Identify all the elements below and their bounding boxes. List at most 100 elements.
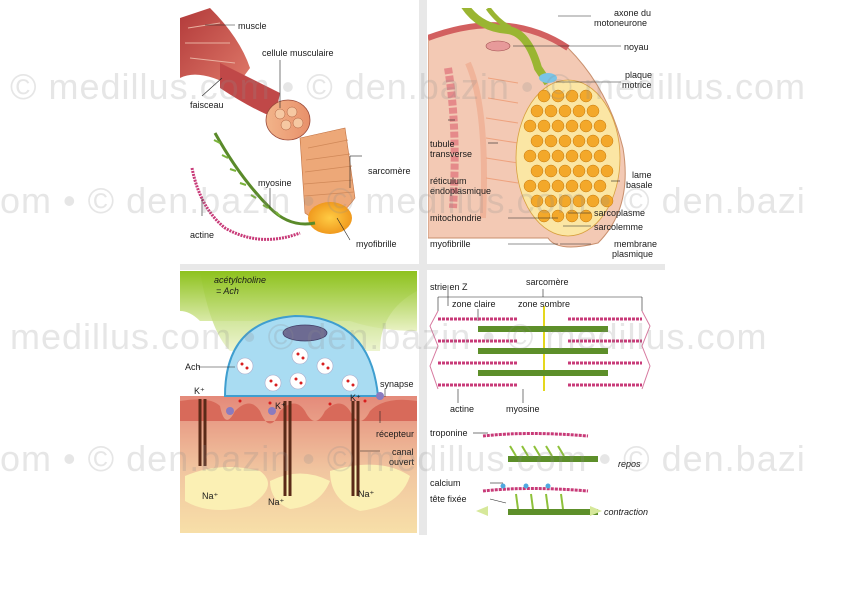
myofibril-dot bbox=[565, 119, 579, 133]
label-sarcoplasme: sarcoplasme bbox=[594, 208, 646, 218]
label-plaque-line1: plaque bbox=[625, 70, 653, 80]
label-axone-line2: motoneurone bbox=[594, 18, 648, 28]
panel-sarcomere-mechanism: sarcomère strie en Z zone claire zone so… bbox=[428, 271, 665, 533]
myofibril-dot bbox=[593, 149, 607, 163]
label-axone-line1: axone du bbox=[614, 8, 652, 18]
label-repos: repos bbox=[618, 459, 641, 469]
myofibril-dot bbox=[530, 104, 544, 118]
myofibril-dot bbox=[551, 209, 565, 223]
label-lame-line2: basale bbox=[626, 180, 653, 190]
arrow-right-icon bbox=[590, 506, 602, 516]
myofibril-dot bbox=[565, 179, 579, 193]
label-ach-equals: = Ach bbox=[216, 286, 239, 296]
myofibril-dot bbox=[579, 209, 593, 223]
myofibril-dot bbox=[593, 119, 607, 133]
label-muscle: muscle bbox=[238, 21, 267, 31]
myofibril-dot bbox=[600, 134, 614, 148]
label-sarcomere: sarcomère bbox=[368, 166, 411, 176]
myofibril-dot bbox=[558, 164, 572, 178]
muscle-illustration bbox=[180, 8, 362, 241]
myofibril-dot bbox=[551, 149, 565, 163]
myofibril-dot bbox=[558, 194, 572, 208]
label-calcium: calcium bbox=[430, 478, 461, 488]
mitochondrion-shape bbox=[282, 324, 328, 342]
panel-synapse: acétylcholine = Ach Ach synapse K⁺ K⁺ K⁺… bbox=[180, 271, 417, 533]
label-strie-z: strie en Z bbox=[430, 282, 468, 292]
label-myofibrille: myofibrille bbox=[356, 239, 397, 249]
myofibril-dot bbox=[537, 89, 551, 103]
myofibril-dot bbox=[523, 119, 537, 133]
myofibril-dot bbox=[565, 89, 579, 103]
synapse-illustration bbox=[180, 271, 417, 533]
myofibril-dot bbox=[537, 179, 551, 193]
label-contraction: contraction bbox=[604, 507, 649, 517]
myofibril-dot bbox=[586, 194, 600, 208]
label-myofibrille-2: myofibrille bbox=[430, 239, 471, 249]
myofibril-dot bbox=[551, 179, 565, 193]
label-k-ion-3: K⁺ bbox=[350, 393, 361, 403]
panel-motor-end-plate: axone du motoneurone noyau plaque motric… bbox=[428, 8, 665, 270]
axon-shape bbox=[461, 8, 552, 86]
myofibril-dot bbox=[537, 209, 551, 223]
label-canal-line2: ouvert bbox=[389, 457, 415, 467]
label-lame-line1: lame bbox=[632, 170, 652, 180]
myofibril-dot bbox=[600, 194, 614, 208]
myofibril-dot bbox=[544, 194, 558, 208]
label-reticulum-line1: réticulum bbox=[430, 176, 467, 186]
label-cellule-musculaire: cellule musculaire bbox=[262, 48, 334, 58]
label-sarcolemme: sarcolemme bbox=[594, 222, 644, 232]
label-reticulum-line2: endoplasmique bbox=[430, 186, 492, 196]
myofibril-dot bbox=[530, 194, 544, 208]
myofibril-dot bbox=[537, 149, 551, 163]
z-lines bbox=[429, 310, 651, 390]
label-na-ion-3: Na⁺ bbox=[358, 489, 375, 499]
vesicles bbox=[236, 347, 359, 392]
label-zone-sombre: zone sombre bbox=[518, 299, 571, 309]
myofibril-dot bbox=[551, 119, 565, 133]
myofibril-dot bbox=[551, 89, 565, 103]
label-troponine: troponine bbox=[430, 428, 468, 438]
label-k-ion-1: K⁺ bbox=[194, 386, 205, 396]
myofibril-dot bbox=[572, 194, 586, 208]
label-tete-fixee: tête fixée bbox=[430, 494, 467, 504]
label-membrane-line2: plasmique bbox=[612, 249, 654, 259]
fascicle-shape bbox=[220, 63, 280, 118]
label-canal-line1: canal bbox=[392, 447, 414, 457]
label-faisceau: faisceau bbox=[190, 100, 224, 110]
myosin-filament bbox=[478, 348, 608, 354]
muscle-cell-bundle bbox=[265, 99, 311, 141]
motor-end-plate-illustration bbox=[428, 8, 626, 248]
myofibril-dot bbox=[544, 164, 558, 178]
myofibril-dot bbox=[558, 104, 572, 118]
motor-plate-shape bbox=[539, 73, 557, 83]
myofibril-dot bbox=[593, 179, 607, 193]
ion-channels bbox=[198, 399, 360, 496]
myofibril-dot bbox=[579, 179, 593, 193]
myofibril-dot bbox=[579, 89, 593, 103]
myofibril-dot bbox=[572, 134, 586, 148]
arrow-left-icon bbox=[476, 506, 488, 516]
muscle-shape bbox=[180, 8, 250, 88]
myofibril-dot bbox=[544, 134, 558, 148]
actin-strand bbox=[190, 167, 301, 241]
label-zone-claire: zone claire bbox=[452, 299, 496, 309]
myofibril-dot bbox=[523, 149, 537, 163]
label-acetylcholine: acétylcholine bbox=[214, 275, 267, 285]
myosin-filament bbox=[478, 370, 608, 376]
sarcomere-illustration bbox=[429, 285, 651, 516]
myofibril-dot bbox=[530, 164, 544, 178]
label-na-ion-1: Na⁺ bbox=[202, 491, 219, 501]
myofibril-dot bbox=[579, 119, 593, 133]
myofibril-dot bbox=[586, 134, 600, 148]
label-tubule-line2: transverse bbox=[430, 149, 473, 159]
label-actine: actine bbox=[190, 230, 215, 240]
label-recepteur: récepteur bbox=[376, 429, 415, 439]
myofibril-dot bbox=[586, 164, 600, 178]
myofibril-dot bbox=[530, 134, 544, 148]
myofibril-dot bbox=[558, 134, 572, 148]
label-tubule-line1: tubule bbox=[430, 139, 455, 149]
nucleus-shape bbox=[485, 40, 511, 52]
myofibril-dot bbox=[579, 149, 593, 163]
label-actine-2: actine bbox=[450, 404, 475, 414]
myofibril-dot bbox=[600, 164, 614, 178]
